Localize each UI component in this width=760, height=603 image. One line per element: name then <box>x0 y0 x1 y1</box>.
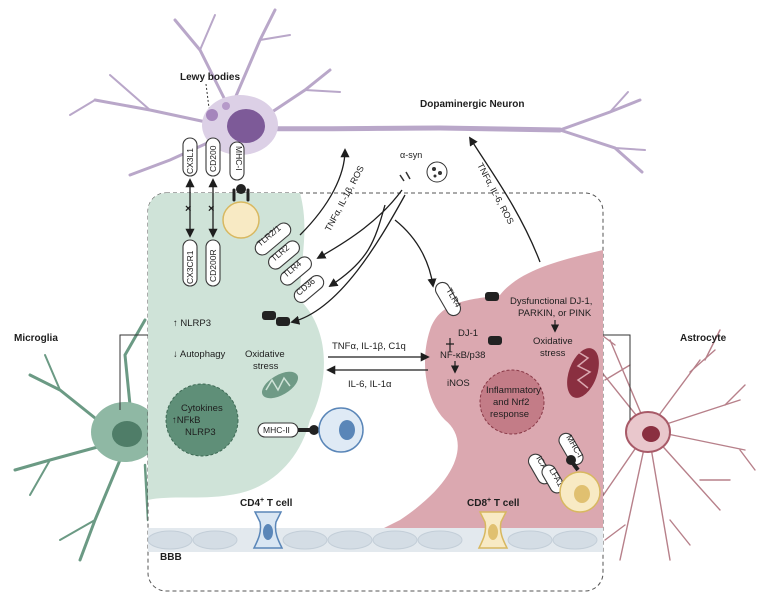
lewy-bodies-label: Lewy bodies <box>180 72 240 83</box>
as-ox1: Oxidative <box>533 336 573 347</box>
as-response-vesicle <box>479 369 545 435</box>
asyn-monomer-icon <box>399 171 411 182</box>
svg-text:CX3CR1: CX3CR1 <box>185 250 195 284</box>
asyn-label: α-syn <box>400 150 422 160</box>
asyn-to-as-arrow <box>394 219 437 288</box>
asyn-to-cd36-arrow <box>328 204 386 287</box>
asyn-aggregate-mg-icon <box>262 311 290 326</box>
as-to-mg-label: IL-6, IL-1α <box>348 379 392 390</box>
lewy-body-icon <box>206 109 218 121</box>
mg-cytokines: Cytokines <box>181 403 223 414</box>
as-dysf1: Dysfunctional DJ-1, <box>510 296 592 307</box>
svg-text:MHC-II: MHC-II <box>263 425 290 435</box>
microglia-outer <box>13 318 150 562</box>
mg-nlrp3-vesicle: NLRP3 <box>185 427 216 438</box>
astrocyte-link <box>603 334 631 420</box>
mitochondria-as-icon <box>567 348 599 398</box>
tcr-icon <box>232 188 250 202</box>
as-inos: iNOS <box>447 378 470 389</box>
mg-nfkb: ↑NFkB <box>172 415 201 426</box>
mg-oxidative: Oxidative <box>245 349 285 360</box>
asyn-to-tlr-arrow <box>316 189 403 259</box>
bbb-label: BBB <box>160 552 182 563</box>
svg-text:CD200: CD200 <box>208 145 218 172</box>
as-dj1: DJ-1 <box>458 328 478 339</box>
svg-text:MHC-I: MHC-I <box>234 146 244 171</box>
as-infl1: Inflammatory <box>486 385 541 396</box>
dj1-inhibition <box>446 338 454 352</box>
mg-cytokine-vesicle <box>165 383 239 457</box>
neuron-label: Dopaminergic Neuron <box>420 99 524 110</box>
asyn-aggregate-as-icon <box>485 292 502 345</box>
microglia-label: Microglia <box>14 333 58 344</box>
as-infl2: and Nrf2 <box>493 397 529 408</box>
cx3l1-receptor: CX3L1 <box>182 137 198 177</box>
mg-stress: stress <box>253 361 279 372</box>
asyn-aggregate-icon <box>426 161 448 183</box>
mitochondria-mg-icon <box>261 371 299 399</box>
cd200r-receptor: CD200R <box>205 239 221 287</box>
mhc1-neuron-receptor: MHC-I <box>229 141 245 181</box>
cd4-nucleus <box>339 420 355 440</box>
mg-to-as-label: TNFα, IL-1β, C1q <box>332 341 406 352</box>
svg-text:CX3L1: CX3L1 <box>185 148 195 174</box>
cd8-label: CD8+ T cell <box>467 497 520 509</box>
mg-nlrp3: ↑ NLRP3 <box>173 318 211 329</box>
astrocyte-label: Astrocyte <box>680 333 727 344</box>
bbb-cells <box>148 530 598 550</box>
tcr-icon-head <box>236 184 246 194</box>
asyn-to-mg-arrow <box>290 194 406 325</box>
cd4-label: CD4+ T cell <box>240 497 293 509</box>
block-mark: × <box>208 203 214 215</box>
lewy-body-icon <box>222 102 230 110</box>
svg-text:CD200R: CD200R <box>208 249 218 282</box>
astrocyte-nucleus <box>642 426 660 442</box>
as-ox2: stress <box>540 348 566 359</box>
as-infl3: response <box>490 409 529 420</box>
mhc2-receptor: MHC-II <box>257 422 299 438</box>
t-cell-neuron <box>222 201 260 239</box>
lewy-pointer <box>205 83 210 109</box>
as-nfkb: NF-κB/p38 <box>440 350 485 361</box>
mg-autophagy: ↓ Autophagy <box>173 349 226 360</box>
cx3cr1-receptor: CX3CR1 <box>182 239 198 287</box>
as-to-neuron-arrow <box>469 136 541 263</box>
dopaminergic-neuron <box>69 8 646 177</box>
astrocyte-outer <box>594 329 756 561</box>
as-dysf2: PARKIN, or PINK <box>518 308 592 319</box>
cd200-receptor: CD200 <box>205 137 221 177</box>
block-mark: × <box>185 203 191 215</box>
microglia-link <box>119 334 148 410</box>
mg-to-neuron-arrow <box>299 148 350 236</box>
neuron-nucleus <box>227 109 265 143</box>
microglia-nucleus <box>112 421 142 447</box>
